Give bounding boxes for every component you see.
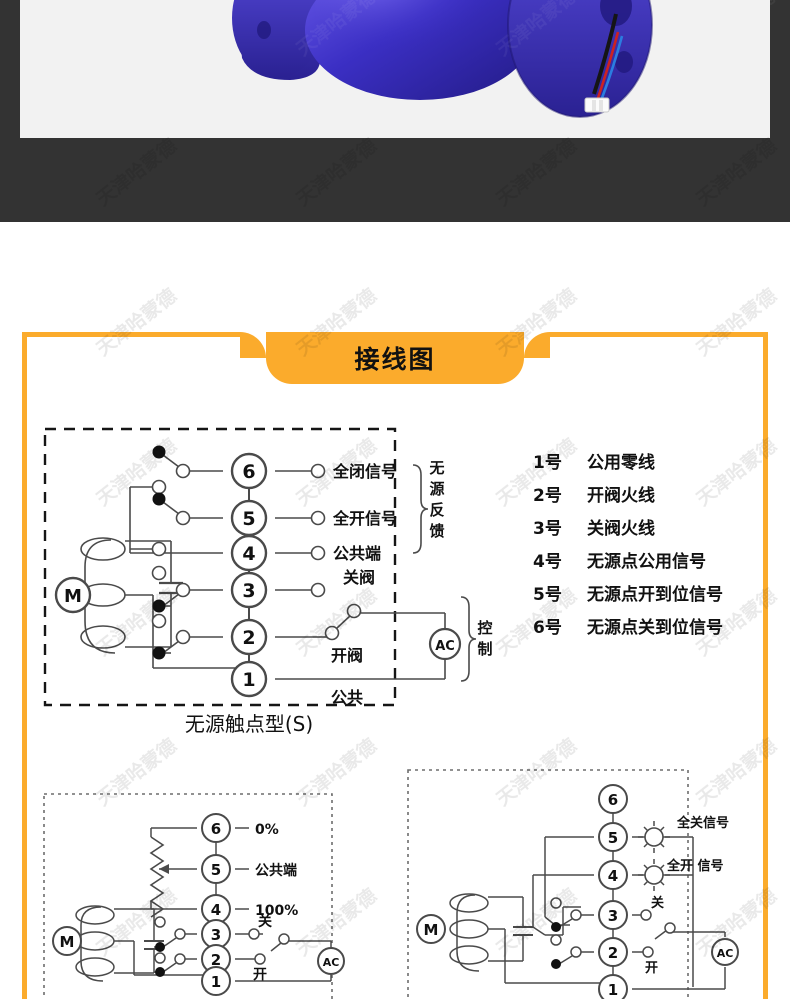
legend-desc-4: 无源点公用信号 (586, 551, 706, 572)
br-terminal-4: 4 (608, 867, 618, 885)
product-photo-band (0, 0, 790, 222)
legend-desc-3: 关阀火线 (587, 518, 655, 539)
label-terminal-3: 关阀 (343, 568, 375, 587)
legend-no-5: 5号 (533, 585, 562, 605)
br-terminal-1: 1 (608, 981, 618, 999)
br-label-terminal-2: 开 (645, 961, 658, 976)
terminal-6: 6 (242, 461, 255, 483)
terminal-4: 4 (242, 543, 255, 565)
main-wiring-diagram: 6 5 4 3 2 1 M AC (41, 425, 757, 739)
bracket-label-feedback-c3: 反 (429, 501, 444, 519)
bracket-label-control-c1: 控 (477, 619, 492, 637)
bracket-label-feedback-c4: 馈 (428, 522, 444, 540)
bl-terminal-3: 3 (211, 926, 221, 944)
bl-terminal-2: 2 (211, 951, 221, 969)
br-terminal-6: 6 (608, 791, 618, 809)
main-diagram-caption: 无源触点型(S) (185, 712, 313, 736)
legend-no-6: 6号 (533, 618, 562, 638)
motor-label: M (64, 586, 82, 607)
br-terminal-5: 5 (608, 829, 618, 847)
bl-terminal-5: 5 (211, 861, 221, 879)
bl-label-terminal-4: 100% (255, 903, 298, 919)
bl-label-terminal-6: 0% (255, 822, 279, 838)
bracket-label-control-c2: 制 (477, 640, 492, 658)
br-label-terminal-5: 全关信号 (676, 815, 729, 831)
bracket-label-feedback-c1: 无 (428, 459, 444, 477)
br-terminal-3: 3 (608, 907, 618, 925)
bl-ac-label: AC (323, 956, 340, 969)
bl-terminal-4: 4 (211, 901, 221, 919)
br-label-terminal-3: 关 (651, 895, 664, 911)
page-title: 接线图 (354, 345, 436, 374)
terminal-5: 5 (242, 508, 255, 530)
legend-no-1: 1号 (533, 453, 562, 473)
bl-label-terminal-2: 开 (253, 967, 267, 983)
label-terminal-4: 公共端 (333, 544, 381, 563)
bl-terminal-1: 1 (211, 973, 221, 991)
br-ac-label: AC (717, 947, 734, 960)
terminal-3: 3 (242, 580, 255, 602)
ac-source-label: AC (435, 639, 455, 654)
label-terminal-5: 全开信号 (332, 509, 397, 528)
legend-desc-5: 无源点开到位信号 (586, 584, 723, 605)
product-photo-panel (20, 0, 770, 138)
bl-motor-label: M (60, 933, 75, 951)
label-terminal-2: 开阀 (331, 646, 363, 665)
bl-label-terminal-3: 关 (258, 913, 272, 930)
bl-label-terminal-5: 公共端 (255, 862, 297, 879)
legend-no-2: 2号 (533, 486, 562, 506)
section-title-tab: 接线图 (266, 332, 524, 384)
legend-no-4: 4号 (533, 552, 562, 572)
legend-desc-1: 公用零线 (587, 452, 655, 473)
terminal-2: 2 (242, 627, 255, 649)
br-motor-label: M (424, 921, 439, 939)
wiring-diagram-section: 接线图 (22, 332, 768, 999)
valve-photo-image (20, 0, 770, 138)
terminal-group: 6 5 4 3 2 1 M AC (54, 452, 462, 698)
bottom-right-wiring-diagram: 6 5 4 3 2 1 M AC 全关信号 (405, 767, 765, 999)
legend-desc-6: 无源点关到位信号 (586, 617, 723, 638)
label-terminal-6: 全闭信号 (332, 462, 397, 481)
terminal-1: 1 (242, 669, 255, 691)
bl-terminal-6: 6 (211, 820, 221, 838)
label-terminal-1: 公共 (331, 688, 363, 707)
br-terminal-2: 2 (608, 944, 618, 962)
legend-no-3: 3号 (533, 519, 562, 539)
bracket-label-feedback-c2: 源 (429, 480, 444, 498)
br-label-terminal-4: 全开 信号 (666, 858, 724, 874)
bottom-left-wiring-diagram: 6 5 4 3 2 1 M AC 0% (41, 791, 389, 999)
legend-desc-2: 开阀火线 (587, 485, 655, 506)
